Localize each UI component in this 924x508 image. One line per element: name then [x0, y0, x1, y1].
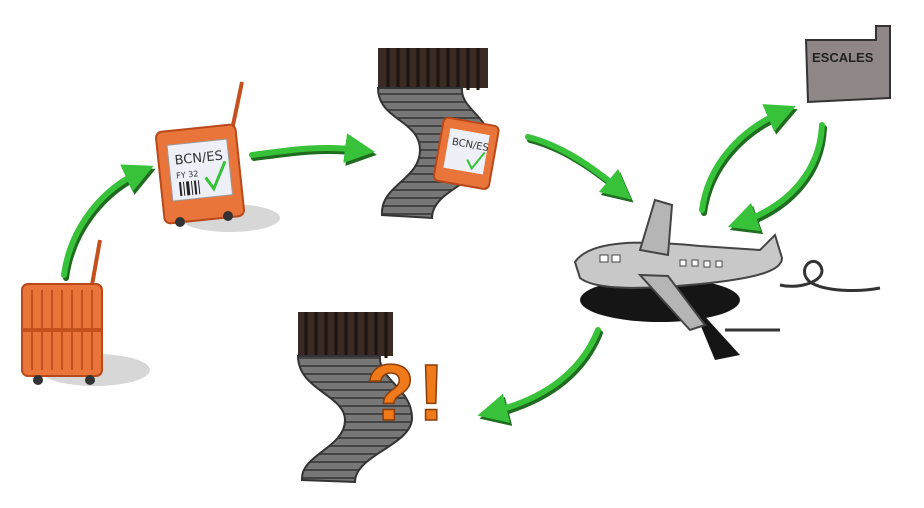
- suitcase-start-icon: [21, 239, 150, 386]
- tag-destination-text: BCN/ES: [174, 149, 224, 169]
- suitcase-tagged-icon: BCN/ES FY 32: [155, 81, 280, 232]
- stopover-building-icon: ESCALES: [804, 25, 891, 104]
- exclamation-mark-symbol: !: [418, 348, 445, 437]
- arrow-to-stopover: [699, 104, 798, 216]
- arrow-to-plane: [525, 134, 634, 203]
- arrow-to-belt: [249, 133, 377, 167]
- arrow-checkin: [61, 164, 156, 281]
- tag-code-text: FY 32: [176, 169, 199, 180]
- flow-arrows: [61, 104, 827, 426]
- question-mark-symbol: ?: [366, 348, 415, 437]
- luggage-tag: BCN/ES FY 32: [166, 138, 234, 202]
- conveyor-belt-departure-icon: BCN/ES: [376, 48, 500, 220]
- conveyor-belt-arrival-icon: ? !: [296, 312, 445, 484]
- arrow-from-stopover: [727, 122, 827, 235]
- building-sign-text: ESCALES: [812, 50, 874, 65]
- airplane-icon: [573, 198, 881, 360]
- arrow-to-arrival: [477, 327, 603, 426]
